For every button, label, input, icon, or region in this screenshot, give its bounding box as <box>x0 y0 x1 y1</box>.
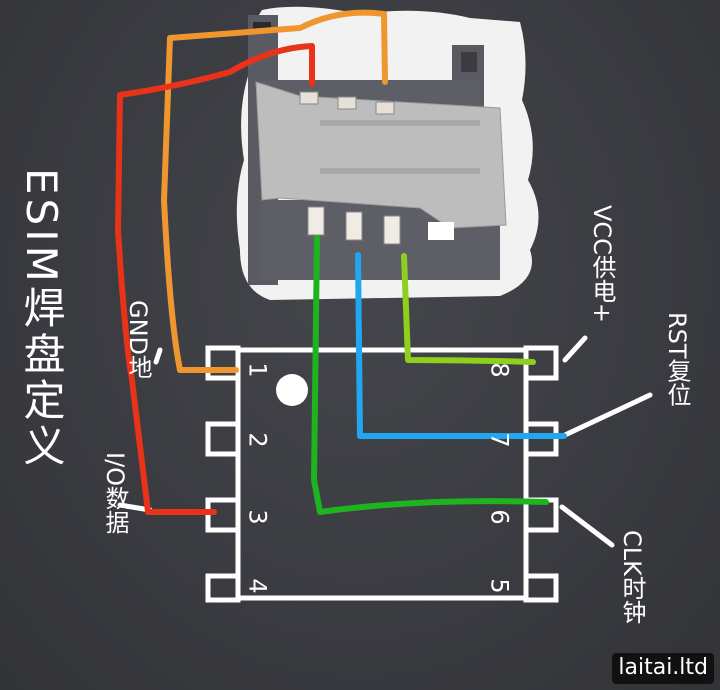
chip-pin-2-pad <box>205 421 241 457</box>
rst-label: RST复位 <box>663 312 691 407</box>
leader-lines <box>117 335 653 548</box>
vcc-wire <box>401 253 536 365</box>
pin-number-3: 3 <box>243 509 272 525</box>
pin-number-5: 5 <box>485 578 514 594</box>
pin-number-8: 8 <box>485 362 514 378</box>
pin1-marker-dot <box>276 374 308 406</box>
diagram-title: ESIM焊盘定义 <box>17 168 66 470</box>
sim-socket <box>248 15 507 285</box>
chip-pin-1-pad <box>205 345 241 381</box>
chip-pin-4-pad <box>205 573 241 603</box>
chip-package <box>205 345 559 603</box>
pin-number-2: 2 <box>243 432 272 448</box>
rst-wire <box>355 252 567 439</box>
pin-number-7: 7 <box>485 432 514 448</box>
pin-number-1: 1 <box>243 362 272 378</box>
gnd-label: GND地 <box>124 300 152 380</box>
clk-wire <box>311 235 549 515</box>
pin-number-6: 6 <box>485 509 514 525</box>
pin-number-4: 4 <box>243 578 272 594</box>
clk-label: CLK时钟 <box>618 530 646 624</box>
io-label: I/O数据 <box>101 452 129 535</box>
io-wire <box>115 43 315 515</box>
chip-pin-5-pad <box>523 573 559 603</box>
vcc-label: VCC供电+ <box>588 205 616 324</box>
gnd-wire <box>161 9 388 373</box>
watermark: laitai.ltd <box>612 653 714 684</box>
